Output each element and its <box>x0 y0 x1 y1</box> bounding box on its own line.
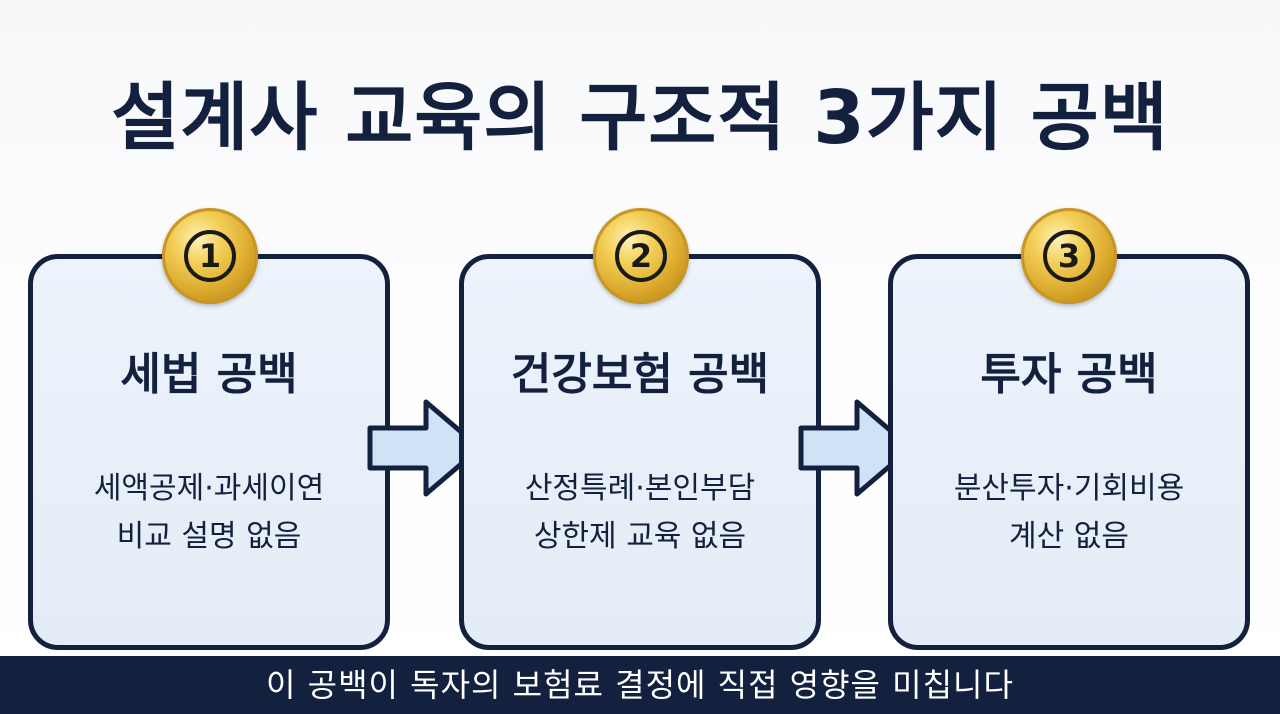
card-description-line: 산정특례·본인부담 <box>524 471 756 506</box>
gold-coin-number-icon: 3 <box>1021 208 1117 304</box>
card-description-line: 분산투자·기회비용 <box>953 471 1185 506</box>
card-description: 세액공제·과세이연 비교 설명 없음 <box>33 465 385 561</box>
card-description-line: 상한제 교육 없음 <box>533 519 747 554</box>
card-investment-gap: 투자 공백 분산투자·기회비용 계산 없음 <box>888 254 1250 650</box>
card-description-line: 비교 설명 없음 <box>116 519 302 554</box>
right-arrow-icon <box>798 399 914 497</box>
card-description: 분산투자·기회비용 계산 없음 <box>893 465 1245 561</box>
card-description-line: 계산 없음 <box>1009 519 1129 554</box>
step-number: 3 <box>1043 230 1095 282</box>
step-number: 1 <box>184 230 236 282</box>
gold-coin-number-icon: 2 <box>593 208 689 304</box>
card-heading: 세법 공백 <box>120 349 298 400</box>
right-arrow-icon <box>367 399 483 497</box>
card-description-line: 세액공제·과세이연 <box>93 471 325 506</box>
step-number: 2 <box>615 230 667 282</box>
footer-banner: 이 공백이 독자의 보험료 결정에 직접 영향을 미칩니다 <box>0 656 1280 714</box>
card-heading: 건강보험 공백 <box>510 349 770 400</box>
gold-coin-number-icon: 1 <box>162 208 258 304</box>
card-tax-gap: 세법 공백 세액공제·과세이연 비교 설명 없음 <box>28 254 390 650</box>
card-description: 산정특례·본인부담 상한제 교육 없음 <box>464 465 816 561</box>
page-title: 설계사 교육의 구조적 3가지 공백 <box>111 75 1169 161</box>
card-health-insurance-gap: 건강보험 공백 산정특례·본인부담 상한제 교육 없음 <box>459 254 821 650</box>
card-heading: 투자 공백 <box>980 349 1158 400</box>
